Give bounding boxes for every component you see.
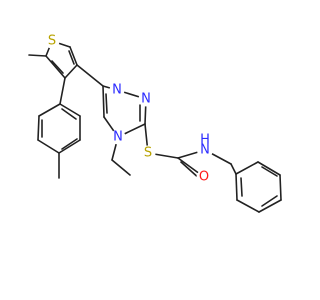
- bond-line: [230, 163, 237, 175]
- bond-line: [235, 173, 238, 201]
- bond-line: [51, 60, 64, 74]
- bond-line: [64, 64, 78, 79]
- atom-label-s-thioether: S: [144, 146, 152, 161]
- bond-line: [38, 103, 61, 117]
- bond-layer: [28, 40, 282, 213]
- atom-label-n-amide: N: [200, 143, 210, 158]
- bond-line: [68, 50, 75, 65]
- atom-label-n-triazole-4: N: [113, 130, 123, 145]
- atom-label-n-triazole-1: N: [112, 83, 122, 98]
- atom-n-triazole-4: N: [110, 129, 126, 145]
- bond-line: [105, 93, 108, 114]
- bond-line: [61, 108, 77, 120]
- bond-line: [261, 195, 278, 207]
- atom-s-thiophene: S: [44, 33, 60, 49]
- bond-line: [59, 103, 81, 117]
- molecule-canvas: S N N N S O N H: [28, 33, 282, 213]
- bond-line: [279, 174, 282, 201]
- bond-line: [37, 115, 40, 141]
- bond-line: [58, 139, 81, 154]
- atom-n-triazole-1: N: [109, 82, 125, 98]
- atom-s-thioether: S: [140, 145, 156, 161]
- atom-label-o-carbonyl: O: [199, 170, 209, 185]
- bond-line: [102, 85, 105, 118]
- bond-line: [240, 177, 243, 197]
- atom-label-n-triazole-2: N: [141, 92, 151, 107]
- bond-line: [76, 64, 104, 87]
- bond-line: [45, 55, 66, 79]
- bond-line: [235, 161, 259, 175]
- atom-o-carbonyl: O: [196, 169, 212, 185]
- bond-line: [61, 138, 78, 150]
- bond-line: [28, 54, 47, 57]
- atom-label-h-amide: H: [200, 133, 210, 148]
- atom-label-layer: S N N N S O N H: [44, 33, 213, 185]
- bond-line: [37, 139, 60, 154]
- bond-line: [69, 46, 78, 66]
- atom-n-triazole-2: N: [138, 91, 154, 107]
- bond-line: [257, 161, 281, 176]
- bond-line: [258, 199, 282, 213]
- atom-label-s-thiophene: S: [48, 34, 56, 49]
- bond-line: [111, 159, 131, 176]
- molecule-structure: S N N N S O N H: [28, 33, 282, 213]
- bond-line: [59, 77, 66, 105]
- bond-line: [261, 166, 278, 177]
- bond-line: [236, 199, 260, 213]
- atom-nh-amide: N H: [197, 133, 213, 158]
